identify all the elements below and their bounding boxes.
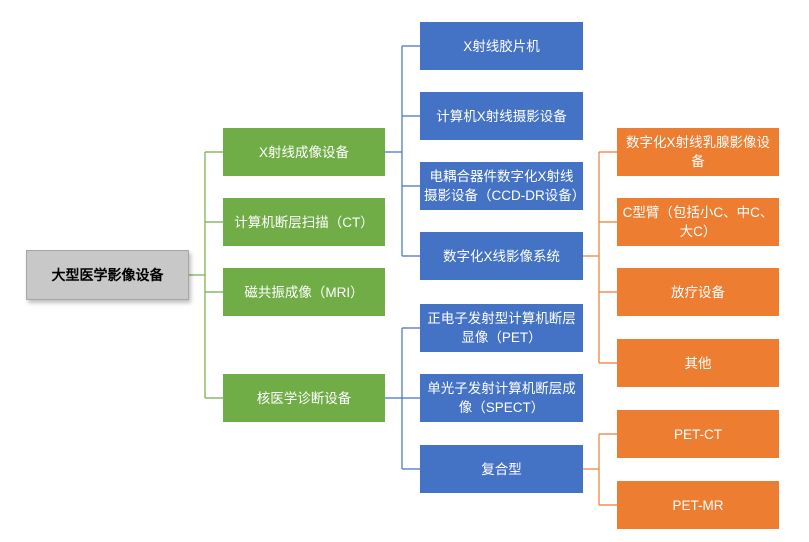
node-pet: 正电子发射型计算机断层显像（PET） <box>420 304 583 352</box>
node-pet-ct: PET-CT <box>617 410 779 458</box>
node-composite: 复合型 <box>420 445 583 493</box>
node-radiotherapy: 放疗设备 <box>617 268 779 316</box>
node-mri: 磁共振成像（MRI） <box>223 268 385 316</box>
nuclear-connectors <box>385 327 420 470</box>
node-spect: 单光子发射计算机断层成像（SPECT） <box>420 374 583 422</box>
node-other: 其他 <box>617 339 779 387</box>
node-nuclear-medicine: 核医学诊断设备 <box>223 374 385 422</box>
xray-connectors <box>385 45 420 257</box>
root-connectors <box>189 151 223 399</box>
composite-connectors <box>583 433 617 506</box>
node-xray-film: X射线胶片机 <box>420 22 583 70</box>
node-digital-xray-system: 数字化X线影像系统 <box>420 232 583 280</box>
node-ct: 计算机断层扫描（CT） <box>223 198 385 246</box>
root-node: 大型医学影像设备 <box>26 250 189 300</box>
node-pet-mr: PET-MR <box>617 481 779 529</box>
node-ccd-dr: 电耦合器件数字化X射线摄影设备（CCD-DR设备） <box>420 162 585 210</box>
digital-xray-connectors <box>583 151 617 364</box>
node-xray-imaging: X射线成像设备 <box>223 128 385 176</box>
node-c-arm: C型臂（包括小C、中C、大C） <box>617 198 779 246</box>
node-mammography: 数字化X射线乳腺影像设备 <box>617 128 779 176</box>
node-computed-radiography: 计算机X射线摄影设备 <box>420 92 583 140</box>
